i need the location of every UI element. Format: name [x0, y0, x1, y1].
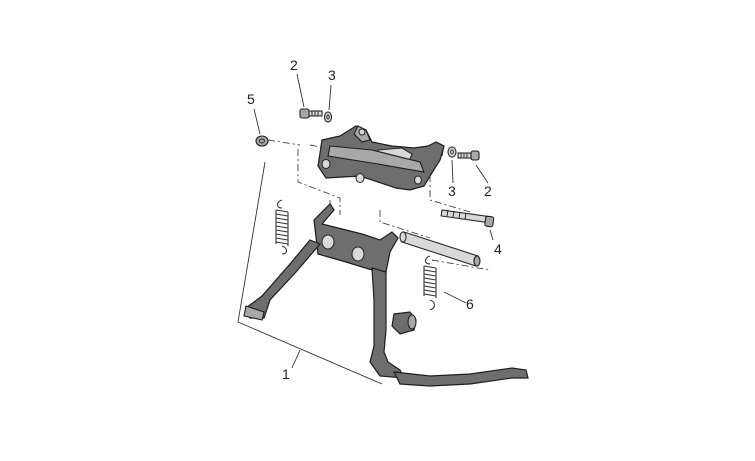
callout-3-right: 3 — [448, 183, 456, 199]
leader-lines — [253, 73, 494, 369]
bolt-part-2-right — [457, 150, 480, 161]
mounting-bracket — [317, 125, 445, 191]
washer-part-3-top — [323, 111, 333, 123]
callout-2-top: 2 — [290, 57, 298, 73]
assembly-frame — [237, 161, 383, 385]
callout-3-top: 3 — [328, 67, 336, 83]
callout-labels: 2 3 5 3 2 4 6 1 — [247, 57, 502, 382]
spring-left — [275, 199, 289, 255]
callout-6: 6 — [466, 296, 474, 312]
washer-part-3-right — [447, 146, 457, 158]
callout-2-right: 2 — [484, 183, 492, 199]
callout-5: 5 — [247, 91, 255, 107]
center-stand-part-1 — [243, 203, 529, 387]
callout-1: 1 — [282, 366, 290, 382]
spring-part-6 — [423, 255, 437, 311]
bolt-part-2-top — [299, 108, 323, 119]
bolt-part-4 — [440, 209, 495, 228]
callout-4: 4 — [494, 241, 502, 257]
pivot-pin — [399, 231, 481, 267]
nut-part-5 — [255, 135, 269, 147]
